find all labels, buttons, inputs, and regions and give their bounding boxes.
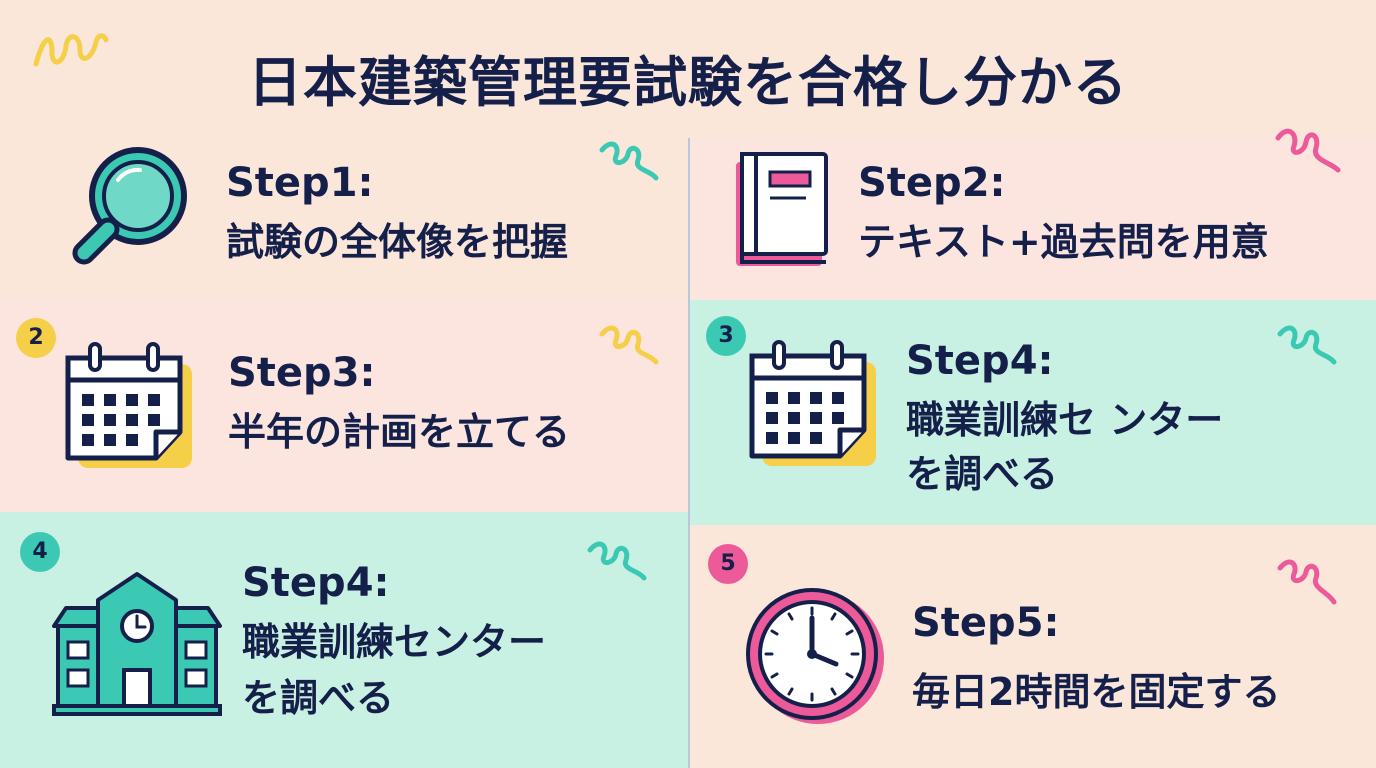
step-badge: 4 [20, 532, 60, 572]
clock-icon [746, 588, 884, 724]
magnifier-icon [72, 147, 187, 265]
step5-text: 毎日2時間を固定する [912, 670, 1281, 714]
step-badge: 3 [706, 316, 746, 356]
step4-right-text-line1: 職業訓練セ ンター [906, 398, 1224, 442]
squiggle-teal-icon [1277, 325, 1337, 365]
step3-label: Step3: [228, 350, 376, 396]
squiggle-teal-icon [599, 141, 659, 181]
school-building-icon [52, 572, 222, 716]
step4-right-label: Step4: [906, 338, 1054, 384]
book-icon [736, 152, 828, 266]
step-badge: 2 [16, 318, 56, 358]
squiggle-pink-icon [1275, 128, 1341, 173]
step4-left-label: Step4: [242, 560, 390, 606]
step-badge: 5 [708, 544, 748, 584]
step4-left-text-line1: 職業訓練センター [242, 620, 547, 664]
step5-label: Step5: [912, 600, 1060, 646]
squiggle-teal-icon [587, 541, 647, 581]
page-title: 日本建築管理要試験を合格し分かる [248, 51, 1128, 114]
squiggle-yellow-icon [599, 325, 659, 365]
squiggle-yellow-icon [33, 33, 109, 67]
step4-right-text-line2: を調べる [906, 452, 1059, 496]
calendar-icon [749, 340, 876, 466]
calendar-icon [65, 342, 192, 468]
squiggle-pink-icon [1277, 559, 1337, 605]
step4-left-text-line2: を調べる [242, 676, 395, 720]
step2-label: Step2: [858, 160, 1006, 206]
step3-text: 半年の計画を立てる [228, 410, 571, 454]
column-divider [688, 138, 690, 768]
step1-label: Step1: [226, 160, 374, 206]
step2-text: テキスト+過去問を用意 [858, 220, 1269, 264]
step1-text: 試験の全体像を把握 [226, 220, 569, 264]
